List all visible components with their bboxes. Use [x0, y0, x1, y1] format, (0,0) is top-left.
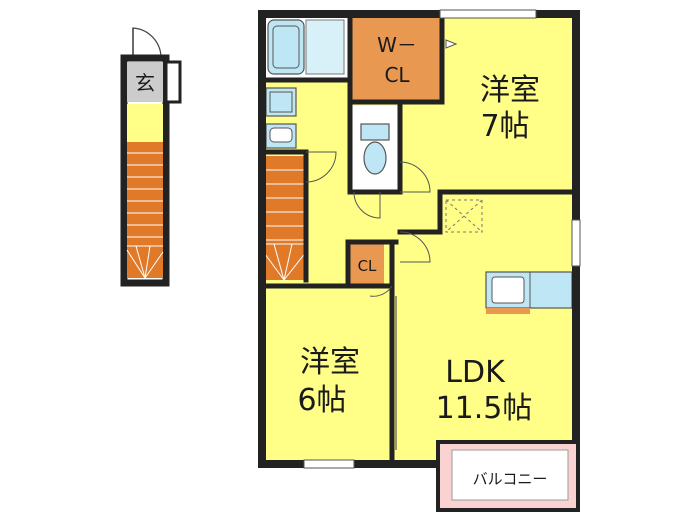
door-swing-icon [305, 151, 431, 297]
balcony: バルコニー [436, 440, 580, 512]
room6-label-line1: 洋室 [300, 345, 360, 380]
closet-small [350, 244, 384, 286]
closet-door-marker [445, 39, 458, 49]
main-plan: W－ CL CL [258, 9, 581, 469]
hatch-icon [445, 199, 483, 233]
room6-label-line2: 6帖 [297, 383, 346, 418]
entrance-door-icon [132, 27, 162, 59]
windows [303, 9, 581, 469]
wcl-label-line1: W－ [377, 33, 417, 57]
ldk-label-line1: LDK [445, 355, 506, 390]
kitchen-counter [485, 271, 573, 314]
stair-upper [261, 156, 307, 281]
kitchen-sink-icon [491, 276, 525, 304]
room7-label-line1: 洋室 [480, 73, 540, 108]
stair-lower [126, 142, 164, 279]
ldk-label-line2: 11.5帖 [436, 391, 533, 426]
balcony-label: バルコニー [473, 470, 548, 488]
walk-in-closet [352, 14, 442, 100]
landing [127, 104, 163, 142]
toilet-icon [360, 123, 390, 175]
entrance-label: 玄 [135, 71, 155, 95]
entrance-stair-column: 玄 [120, 27, 182, 287]
entrance-area [127, 62, 163, 102]
wcl-label-line2: CL [384, 63, 410, 87]
cl-label: CL [358, 257, 377, 275]
room7-label-line2: 7帖 [480, 109, 529, 144]
